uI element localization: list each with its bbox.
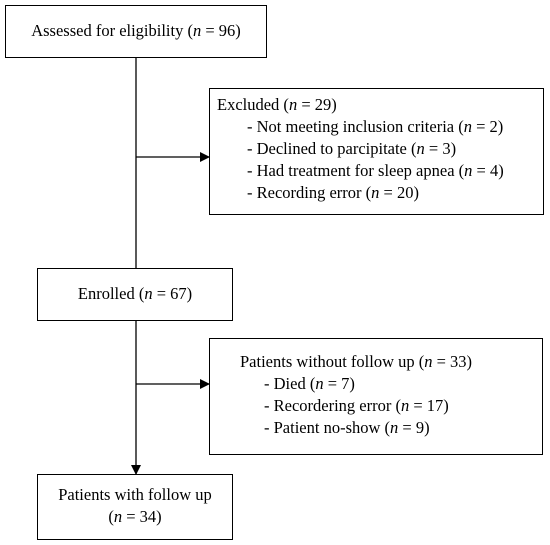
no-follow-up-item: - Died (n = 7) [264, 374, 355, 393]
follow-up-count: (n = 34) [108, 507, 162, 526]
excluded-box: Excluded (n = 29) - Not meeting inclusio… [209, 88, 544, 215]
excluded-item: - Not meeting inclusion criteria (n = 2) [247, 117, 504, 136]
enrolled-label: Enrolled (n = 67) [77, 284, 193, 303]
excluded-item: - Declined to parcipitate (n = 3) [247, 139, 457, 158]
no-follow-up-title: Patients without follow up (n = 33) [240, 352, 473, 371]
no-follow-up-item: - Recordering error (n = 17) [264, 396, 449, 415]
excluded-title: Excluded (n = 29) [217, 95, 337, 114]
excluded-item: - Recording error (n = 20) [247, 183, 419, 202]
follow-up-box: Patients with follow up (n = 34) [37, 474, 233, 540]
enrolled-box: Enrolled (n = 67) [37, 268, 233, 321]
no-follow-up-item: - Patient no-show (n = 9) [264, 418, 430, 437]
follow-up-title: Patients with follow up [58, 485, 212, 504]
excluded-item: - Had treatment for sleep apnea (n = 4) [247, 161, 504, 180]
assessed-box: Assessed for eligibility (n = 96) [5, 5, 267, 58]
no-follow-up-box: Patients without follow up (n = 33) - Di… [209, 338, 543, 455]
assessed-label: Assessed for eligibility (n = 96) [31, 21, 241, 40]
